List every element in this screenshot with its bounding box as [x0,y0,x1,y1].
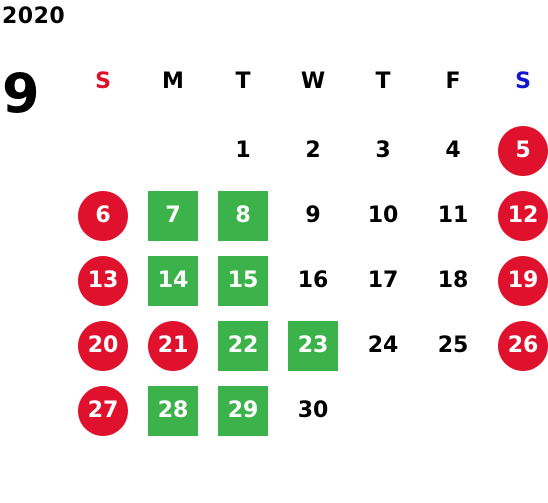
day-cell[interactable]: 23 [278,313,348,378]
weekday-thursday: T [375,69,391,94]
day-10: 10 [367,202,399,228]
day-cell[interactable]: 24 [348,313,418,378]
day-cell[interactable]: 25 [418,313,488,378]
day-cell[interactable]: 5 [488,118,548,183]
day-1: 1 [235,137,251,163]
weekday-sunday: S [95,69,111,94]
day-12: 12 [498,190,548,241]
day-cell[interactable]: 3 [348,118,418,183]
day-cell[interactable]: 12 [488,183,548,248]
day-2: 2 [305,137,321,163]
calendar-year: 2020 [2,4,66,29]
day-11: 11 [437,202,469,228]
day-18: 18 [437,267,469,293]
day-cell[interactable]: 2 [278,118,348,183]
day-8: 8 [218,190,268,241]
day-cell[interactable]: 22 [208,313,278,378]
day-cell[interactable]: 13 [68,248,138,313]
day-cell[interactable]: 27 [68,378,138,443]
day-cell[interactable]: 9 [278,183,348,248]
day-cell[interactable]: 7 [138,183,208,248]
day-27: 27 [78,385,128,436]
day-cell[interactable]: 14 [138,248,208,313]
day-26: 26 [498,320,548,371]
day-29: 29 [218,385,268,436]
day-6: 6 [78,190,128,241]
day-cell[interactable]: 29 [208,378,278,443]
day-13: 13 [78,255,128,306]
weekday-tuesday: T [235,69,251,94]
day-20: 20 [78,320,128,371]
day-cell[interactable]: 15 [208,248,278,313]
day-cell[interactable]: 17 [348,248,418,313]
day-16: 16 [297,267,329,293]
calendar-month: 9 [2,62,40,125]
day-22: 22 [218,320,268,371]
day-cell[interactable]: 11 [418,183,488,248]
day-cell[interactable]: 20 [68,313,138,378]
weekday-saturday: S [515,69,531,94]
day-28: 28 [148,385,198,436]
day-21: 21 [148,320,198,371]
day-cell[interactable]: 21 [138,313,208,378]
day-3: 3 [375,137,391,163]
day-5: 5 [498,125,548,176]
day-25: 25 [437,332,469,358]
weekday-friday: F [445,69,461,94]
day-9: 9 [305,202,321,228]
day-24: 24 [367,332,399,358]
day-17: 17 [367,267,399,293]
weekday-wednesday: W [300,69,326,94]
day-19: 19 [498,255,548,306]
day-cell[interactable]: 8 [208,183,278,248]
day-cell[interactable]: 16 [278,248,348,313]
day-cell[interactable]: 4 [418,118,488,183]
day-cell[interactable]: 28 [138,378,208,443]
day-30: 30 [297,397,329,423]
weekday-monday: M [162,69,184,94]
day-7: 7 [148,190,198,241]
day-14: 14 [148,255,198,306]
day-cell[interactable]: 1 [208,118,278,183]
day-cell[interactable]: 26 [488,313,548,378]
day-cell[interactable]: 19 [488,248,548,313]
day-cell[interactable]: 10 [348,183,418,248]
day-cell[interactable]: 18 [418,248,488,313]
day-4: 4 [445,137,461,163]
day-cell[interactable]: 6 [68,183,138,248]
day-15: 15 [218,255,268,306]
day-23: 23 [288,320,338,371]
day-cell[interactable]: 30 [278,378,348,443]
